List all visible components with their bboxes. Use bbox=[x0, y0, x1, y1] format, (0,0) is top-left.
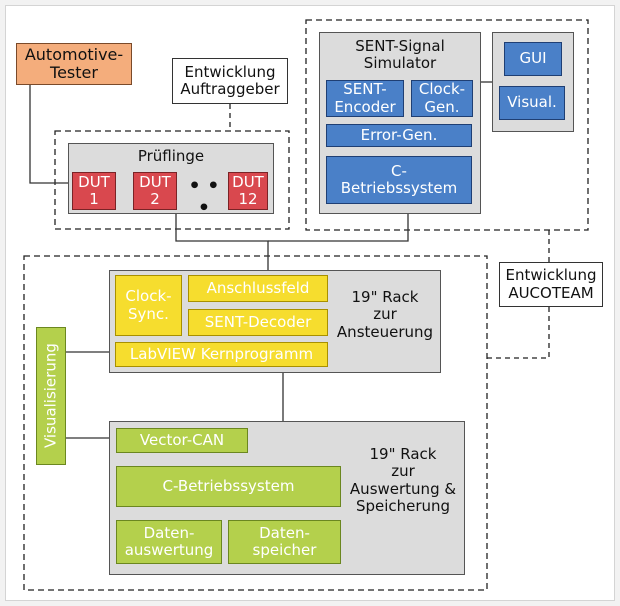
sent-signal-simulator-title: SENT-Signal Simulator bbox=[355, 37, 445, 73]
dashed-aucoteam-to-racks bbox=[487, 307, 550, 359]
dashed-group-simulator bbox=[305, 19, 589, 231]
rack-ansteuerung-title: 19" Rack zur Ansteuerung bbox=[336, 288, 434, 341]
line-tester-to-dut1 bbox=[29, 82, 72, 184]
line-simulator-to-rack bbox=[268, 214, 409, 242]
clock-sync-box: Clock- Sync. bbox=[115, 275, 182, 336]
anschlussfeld-box: Anschlussfeld bbox=[188, 275, 328, 302]
labview-kernprogramm-box: LabVIEW Kernprogramm bbox=[115, 342, 328, 367]
entwicklung-auftraggeber-box: Entwicklung Auftraggeber bbox=[172, 58, 288, 104]
c-betriebssystem-sim-box: C- Betriebssystem bbox=[326, 156, 472, 204]
visual-box: Visual. bbox=[499, 86, 565, 120]
sent-encoder-box: SENT- Encoder bbox=[326, 80, 404, 117]
gui-box: GUI bbox=[504, 42, 562, 76]
vector-can-box: Vector-CAN bbox=[116, 428, 248, 453]
dut-12-box: DUT 12 bbox=[228, 172, 268, 210]
sent-decoder-box: SENT-Decoder bbox=[188, 309, 328, 336]
dashed-group-pruflinge bbox=[54, 130, 290, 230]
dut-2-box: DUT 2 bbox=[133, 172, 177, 210]
error-gen-box: Error-Gen. bbox=[326, 124, 472, 147]
dut-ellipsis: • • • bbox=[188, 175, 220, 219]
clock-gen-box: Clock- Gen. bbox=[411, 80, 473, 117]
dashed-group-racks bbox=[23, 255, 488, 591]
pruflinge-title: Prüflinge bbox=[137, 147, 205, 165]
entwicklung-aucoteam-box: Entwicklung AUCOTEAM bbox=[499, 262, 603, 307]
datenspeicher-box: Daten- speicher bbox=[228, 520, 341, 564]
datenauswertung-box: Daten- auswertung bbox=[116, 520, 222, 564]
c-betriebssystem-box: C-Betriebssystem bbox=[116, 466, 341, 507]
visualisierung-box: Visualisierung bbox=[36, 327, 66, 465]
dut-1-box: DUT 1 bbox=[72, 172, 116, 210]
rack-auswertung-title: 19" Rack zur Auswertung & Speicherung bbox=[349, 445, 457, 515]
line-pruflinge-to-rack bbox=[175, 214, 269, 270]
automotive-tester-box: Automotive- Tester bbox=[16, 43, 132, 85]
